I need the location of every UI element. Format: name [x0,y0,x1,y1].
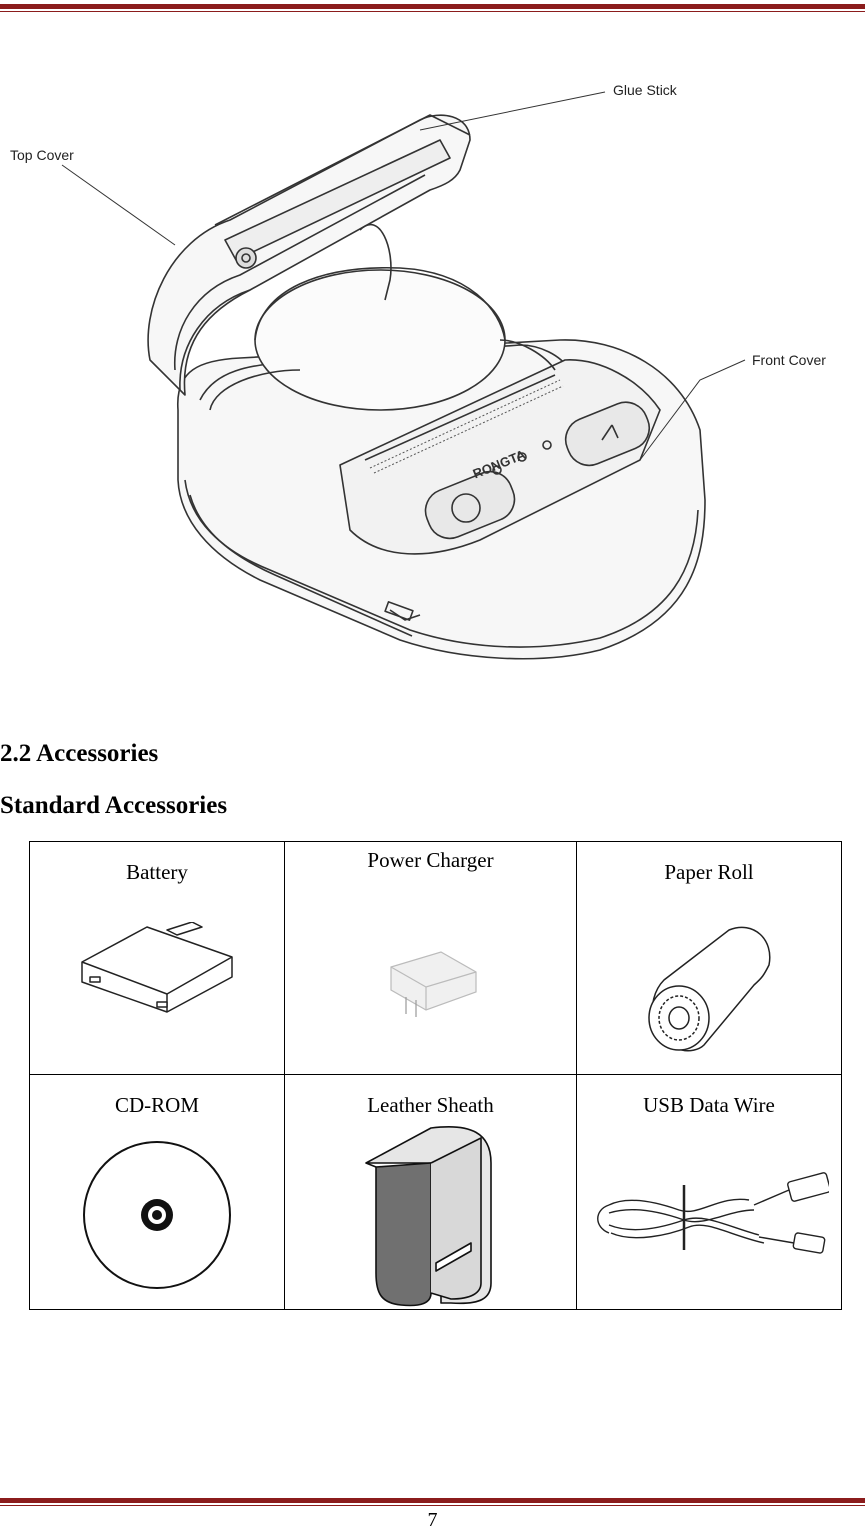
section-subheading: Standard Accessories [0,792,228,819]
glue-stick-callout: Glue Stick [613,82,677,98]
glue-stick-leader [419,91,606,131]
front-cover-callout: Front Cover [752,352,826,368]
accessory-label: CD-ROM [114,1093,199,1117]
accessory-cell-usb-data-wire: USB Data Wire [576,1074,842,1310]
accessory-label: Battery [126,860,188,884]
section-heading: 2.2 Accessories [0,740,159,767]
accessory-cell-leather-sheath: Leather Sheath [284,1074,577,1312]
cd-rom-icon [30,1139,284,1296]
accessory-cell-power-charger: Power Charger [284,841,577,1075]
power-charger-icon [285,942,576,1027]
front-cover-leader [639,359,746,461]
top-cover-leader [61,164,176,246]
footer-rule [0,1498,865,1503]
usb-data-wire-icon [577,1165,841,1280]
header-rule [0,4,865,9]
accessory-cell-cd-rom: CD-ROM [29,1074,285,1310]
accessory-label: Paper Roll [664,860,754,884]
accessory-label: Power Charger [367,848,494,872]
accessory-cell-paper-roll: Paper Roll [576,841,842,1075]
accessories-table: Battery Power Charger [29,841,842,1310]
printer-drawing: RONGTA [61,91,746,660]
accessory-label: Leather Sheath [367,1093,494,1117]
battery-icon [30,921,284,1027]
leather-sheath-icon [285,1123,576,1312]
top-cover-callout: Top Cover [10,147,74,163]
footer-rule-thin [0,1505,865,1506]
accessory-label: USB Data Wire [643,1093,775,1117]
accessory-cell-battery: Battery [29,841,285,1075]
page-number: 7 [427,1509,438,1531]
header-rule-thin [0,11,865,12]
paper-roll-icon [577,920,841,1060]
printer-illustration: RONGTA Glue Stick Top Cover Front Cover [0,40,865,680]
